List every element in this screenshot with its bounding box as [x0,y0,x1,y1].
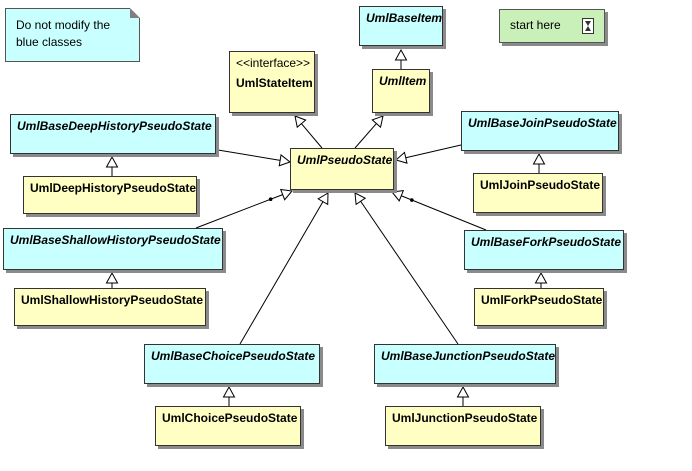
edge-fork-to-base [534,271,548,288]
class-uml-base-shallow-history-pseudo-state[interactable]: UmlBaseShallowHistoryPseudoState [3,228,223,270]
class-uml-state-item[interactable]: <<interface>> UmlStateItem [229,51,315,113]
edge-deep-history-to-base [105,155,119,176]
note: Do not modify the blue classes [5,8,140,62]
class-uml-base-item[interactable]: UmlBaseItem [359,6,443,46]
hourglass-icon [582,18,594,34]
class-uml-shallow-history-pseudo-state[interactable]: UmlShallowHistoryPseudoState [14,288,206,326]
edge-base-junction-to-pseudo-state [354,192,459,345]
edge-pseudo-state-to-state-item [294,115,323,149]
class-uml-pseudo-state[interactable]: UmlPseudoState [290,148,394,190]
edge-join-to-base [532,152,546,173]
class-uml-choice-pseudo-state[interactable]: UmlChoicePseudoState [155,406,301,446]
edge-choice-to-base [222,385,236,406]
edge-base-fork-to-pseudo-state [391,190,487,231]
class-uml-base-choice-pseudo-state[interactable]: UmlBaseChoicePseudoState [144,344,320,384]
note-line-1: Do not modify the [16,18,111,32]
edge-base-choice-to-pseudo-state [239,192,329,345]
class-uml-base-join-pseudo-state[interactable]: UmlBaseJoinPseudoState [461,111,619,151]
edge-item-to-base-item [394,48,408,69]
class-uml-item[interactable]: UmlItem [372,69,430,113]
class-uml-junction-pseudo-state[interactable]: UmlJunctionPseudoState [385,406,541,446]
start-here-button[interactable]: start here [499,9,605,43]
edge-junction-to-base [456,385,470,406]
class-uml-join-pseudo-state[interactable]: UmlJoinPseudoState [473,173,603,213]
class-uml-fork-pseudo-state[interactable]: UmlForkPseudoState [474,288,604,326]
edge-pseudo-state-to-item [354,115,384,149]
start-here-label: start here [510,18,561,32]
edge-base-deep-history-to-pseudo-state [217,149,292,167]
class-uml-deep-history-pseudo-state[interactable]: UmlDeepHistoryPseudoState [23,176,197,214]
edge-base-join-to-pseudo-state [394,144,462,164]
edge-shallow-history-to-base [105,271,119,288]
edge-base-shallow-history-to-pseudo-state [195,188,293,229]
class-uml-base-junction-pseudo-state[interactable]: UmlBaseJunctionPseudoState [374,344,556,384]
class-uml-base-fork-pseudo-state[interactable]: UmlBaseForkPseudoState [464,230,624,270]
class-uml-base-deep-history-pseudo-state[interactable]: UmlBaseDeepHistoryPseudoState [10,114,216,154]
interface-stereotype: <<interface>> [236,56,311,70]
note-line-2: blue classes [16,35,83,49]
